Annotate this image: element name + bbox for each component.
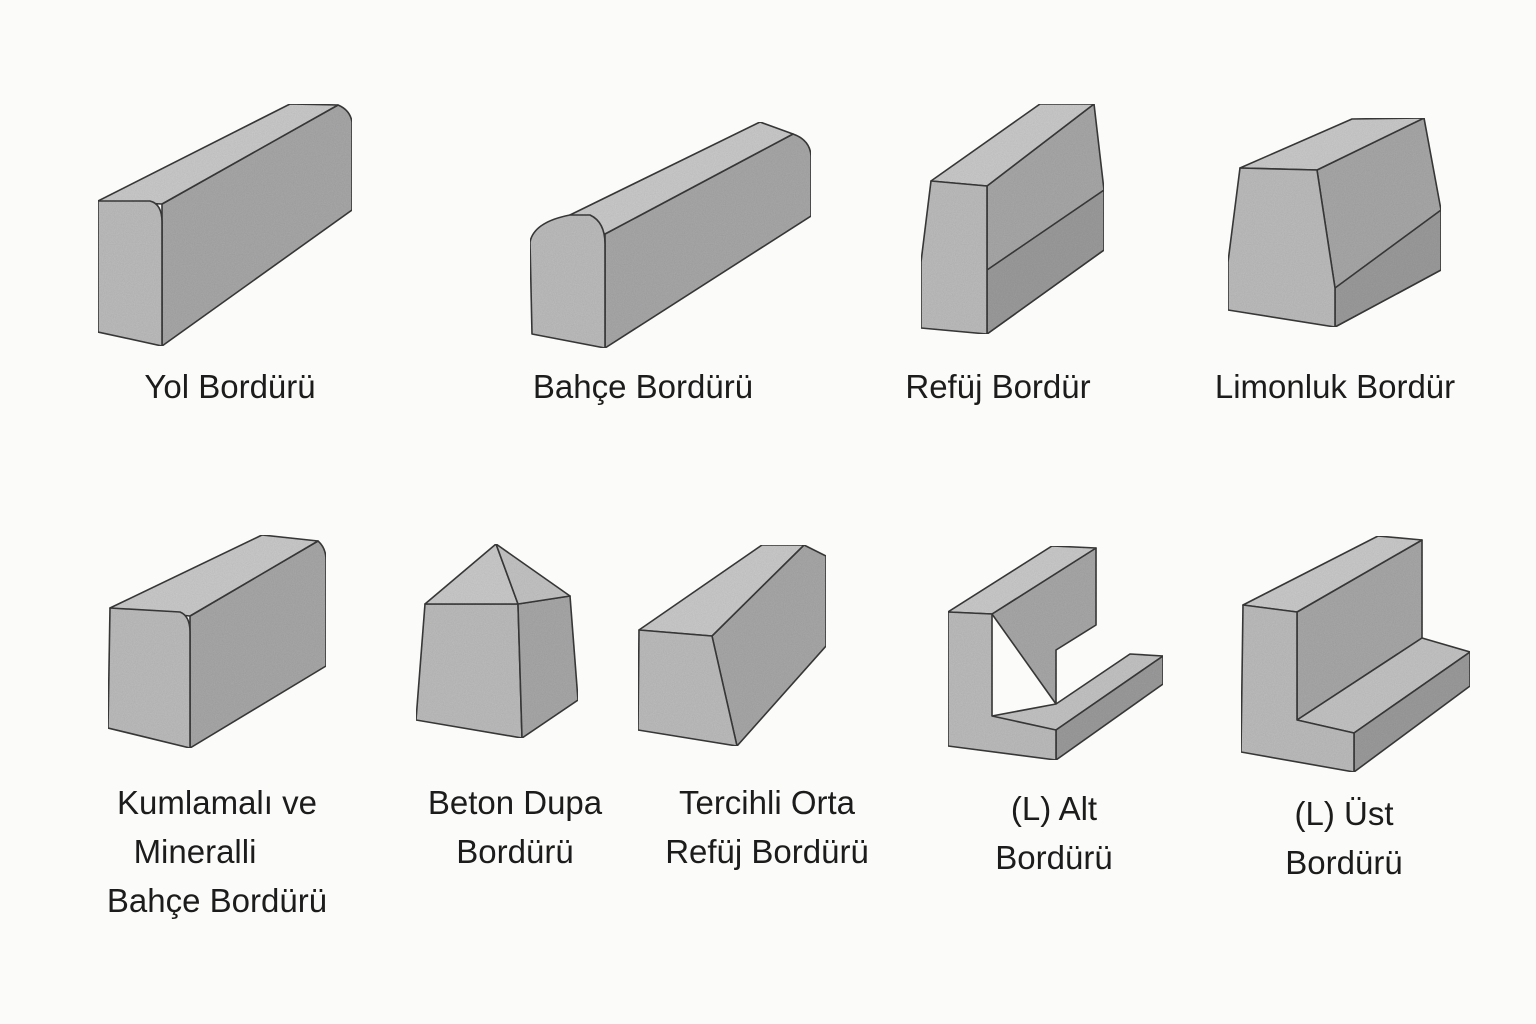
caption-line: Bordürü — [456, 833, 574, 870]
caption-beton-dupa: Beton Dupa Bordürü — [405, 778, 625, 876]
l-alt-bordur-illustration — [947, 545, 1164, 761]
front-face — [415, 603, 523, 739]
caption-kumlamali-bordur: Kumlamalı ve Mineralli Bahçe Bordürü — [82, 778, 352, 925]
caption-line: Refüj Bordür — [905, 368, 1091, 405]
side-face — [517, 595, 579, 739]
caption-tercihli-orta-refuj: Tercihli Orta Refüj Bordürü — [642, 778, 892, 876]
front-face — [637, 629, 738, 747]
caption-line: Kumlamalı ve — [117, 784, 317, 821]
bahce-bordur-illustration — [529, 121, 812, 349]
l-ust-bordur-illustration — [1240, 535, 1471, 773]
caption-line: Beton Dupa — [427, 784, 603, 821]
side-face — [189, 540, 327, 749]
caption-line: Tercihli Orta — [678, 784, 856, 821]
caption-line: Refüj Bordürü — [665, 833, 869, 870]
caption-line: Mineralli — [133, 833, 257, 870]
caption-line: Bahçe Bordürü — [532, 368, 754, 405]
beton-dupa-illustration — [415, 543, 579, 739]
caption-line: Yol Bordürü — [144, 368, 316, 405]
limonluk-bordur-illustration — [1227, 117, 1442, 328]
tercihli-orta-refuj-illustration — [637, 544, 827, 747]
front-face — [920, 180, 988, 335]
caption-line: (L) Üst — [1294, 795, 1394, 832]
caption-bahce-bordur: Bahçe Bordürü — [503, 362, 783, 411]
side-face — [604, 133, 812, 349]
caption-line: Bahçe Bordürü — [106, 882, 328, 919]
caption-yol-bordur: Yol Bordürü — [100, 362, 360, 411]
caption-line: (L) Alt — [1010, 790, 1098, 827]
caption-limonluk-bordur: Limonluk Bordür — [1186, 362, 1484, 411]
side-face — [161, 104, 353, 347]
caption-l-alt-bordur: (L) Alt Bordürü — [964, 784, 1144, 882]
caption-line: Limonluk Bordür — [1214, 368, 1456, 405]
yol-bordur-illustration — [97, 103, 353, 347]
caption-l-ust-bordur: (L) Üst Bordürü — [1254, 789, 1434, 887]
front-face — [1240, 604, 1355, 773]
caption-line: Bordürü — [1285, 844, 1403, 881]
front-face — [1227, 167, 1336, 328]
front-face — [107, 607, 191, 749]
kumlamali-bordur-illustration — [107, 534, 327, 749]
front-face — [97, 200, 163, 347]
caption-line: Bordürü — [995, 839, 1113, 876]
caption-refuj-bordur: Refüj Bordür — [878, 362, 1118, 411]
front-face — [529, 214, 606, 349]
refuj-bordur-illustration — [920, 103, 1105, 335]
front-face — [947, 611, 1057, 761]
top2-face — [495, 543, 571, 605]
